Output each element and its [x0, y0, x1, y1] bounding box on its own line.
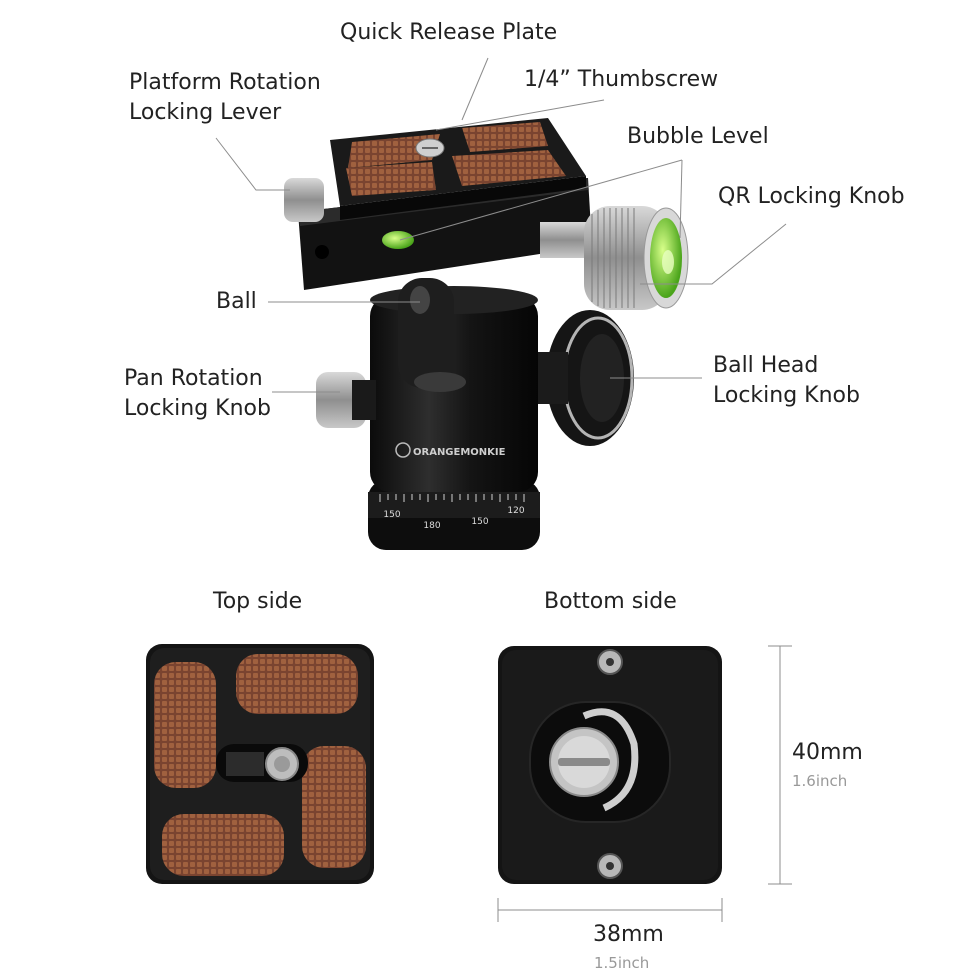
scale-tick-label: 180	[423, 521, 440, 531]
plate-pad	[154, 662, 216, 788]
label-pan-rotation-line2: Locking Knob	[124, 396, 271, 421]
leader-quick-release-plate	[461, 57, 489, 121]
plate-top-side	[146, 644, 374, 884]
plate-pad	[162, 814, 284, 876]
plate-bottom-side	[498, 646, 722, 884]
dimension-width-mm: 38mm	[593, 922, 664, 947]
label-qr-locking-knob: QR Locking Knob	[718, 184, 905, 209]
plate-pad	[346, 162, 436, 196]
dimension-height-inch: 1.6inch	[792, 772, 848, 790]
platform-rotation-lever	[284, 178, 324, 222]
scale-tick-label: 150	[383, 510, 400, 520]
label-bubble-level: Bubble Level	[627, 124, 769, 149]
scale-tick-label: 120	[507, 506, 524, 516]
label-bottom-side: Bottom side	[544, 589, 677, 614]
plate-pad	[452, 150, 566, 186]
label-ball-head-line1: Ball Head	[713, 353, 819, 378]
label-pan-rotation-line1: Pan Rotation	[124, 366, 263, 391]
callout-leaders	[215, 57, 787, 393]
label-platform-rotation-line1: Platform Rotation	[129, 70, 321, 95]
ball-head-product: 150 180 150 120 ORANGEMONKIE	[284, 118, 689, 550]
dimension-lines	[497, 645, 792, 922]
leader-qr-locking-knob	[640, 223, 787, 285]
label-top-side: Top side	[213, 589, 303, 614]
label-quick-release-plate: Quick Release Plate	[340, 20, 558, 45]
leader-thumbscrew	[435, 99, 605, 131]
plate-pad	[348, 134, 440, 168]
plate-pad	[236, 654, 358, 714]
leader-bubble-level-2	[679, 159, 683, 239]
scale-tick-label: 150	[471, 517, 488, 527]
leader-bubble-level	[399, 159, 683, 241]
plate-pad	[302, 746, 366, 868]
bubble-level	[382, 231, 414, 249]
label-platform-rotation-line2: Locking Lever	[129, 100, 282, 125]
brand-name: ORANGEMONKIE	[413, 447, 506, 458]
label-thumbscrew: 1/4” Thumbscrew	[524, 67, 719, 92]
d-ring	[582, 708, 639, 812]
dimension-height-mm: 40mm	[792, 740, 863, 765]
label-ball-head-line2: Locking Knob	[713, 383, 860, 408]
label-ball: Ball	[216, 289, 257, 314]
plate-pad	[462, 122, 548, 152]
dimension-width-inch: 1.5inch	[594, 954, 650, 972]
brand-logo-icon	[395, 442, 411, 458]
leader-platform-rotation	[215, 137, 290, 191]
